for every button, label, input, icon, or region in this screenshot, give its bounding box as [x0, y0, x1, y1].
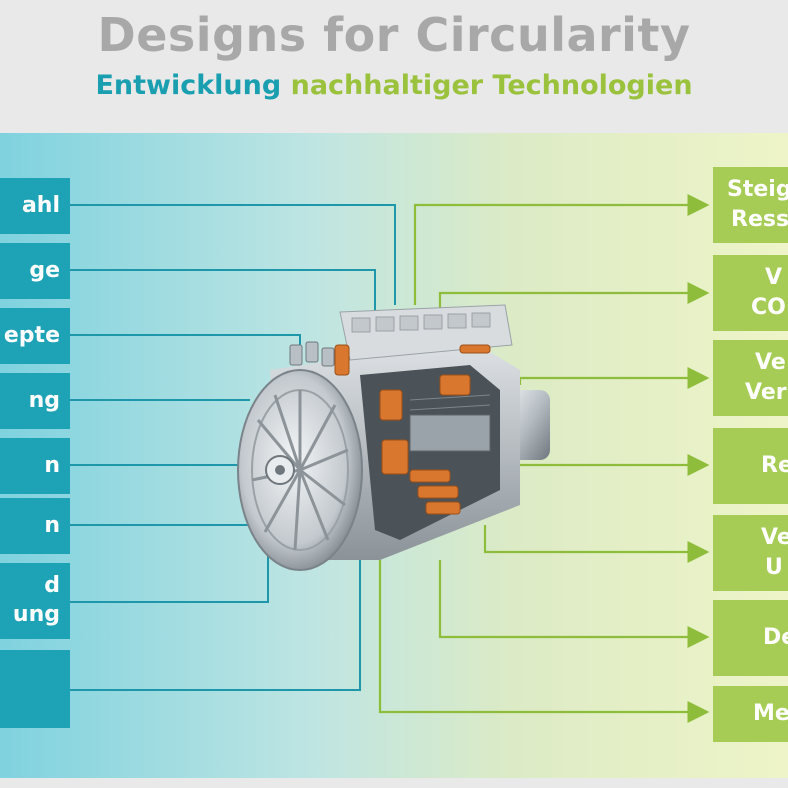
right-box-7: Me [713, 686, 788, 742]
diagram-subtitle: Entwicklung nachhaltiger Technologien [0, 70, 788, 101]
right-box-2: V CO [713, 255, 788, 331]
right-box-3-line2: Ver [745, 380, 787, 405]
left-box-6-text: n [44, 512, 60, 538]
left-box-5: n [0, 438, 70, 494]
left-box-4-text: ng [28, 387, 60, 413]
diagram-title: Designs for Circularity [97, 8, 691, 62]
right-box-1: Steig Ress [713, 167, 788, 243]
right-box-2-line1: V [765, 265, 783, 291]
right-box-5-line2: U [765, 555, 783, 580]
right-box-6: De [713, 600, 788, 676]
left-box-2: ge [0, 243, 70, 299]
right-box-5: Ve U [713, 515, 788, 591]
left-box-1-text: ahl [21, 192, 60, 218]
subtitle-part2: nachhaltiger Technologien [290, 70, 693, 101]
right-box-1-line2: Ress [731, 207, 788, 232]
left-box-8 [0, 650, 70, 728]
right-box-6-line2: De [763, 625, 788, 651]
left-box-4: ng [0, 373, 70, 429]
right-connectors [378, 194, 710, 723]
left-box-3: epte [0, 308, 70, 364]
left-box-5-text: n [44, 452, 60, 478]
right-box-5-line1: Ve [761, 525, 788, 551]
electric-motor-cutaway-icon [237, 304, 550, 571]
right-box-1-line1: Steig [727, 177, 788, 203]
left-box-7-line1: d [44, 573, 60, 599]
right-box-4-line2: Re [761, 453, 788, 479]
left-box-3-text: epte [3, 322, 60, 348]
left-box-7-line2: ung [12, 602, 60, 627]
left-box-7: d ung [0, 563, 70, 639]
left-box-1: ahl [0, 178, 70, 234]
subtitle-part1: Entwicklung [95, 70, 282, 101]
left-box-2-text: ge [29, 257, 60, 283]
right-box-7-line1: Me [753, 701, 788, 727]
right-box-2-line2: CO [751, 295, 786, 320]
left-box-6: n [0, 498, 70, 554]
right-box-4: Re [713, 428, 788, 504]
right-box-3-line1: Ve [755, 350, 786, 376]
end-shield-ribs [251, 390, 349, 551]
right-box-3: Ve Ver [713, 340, 788, 416]
